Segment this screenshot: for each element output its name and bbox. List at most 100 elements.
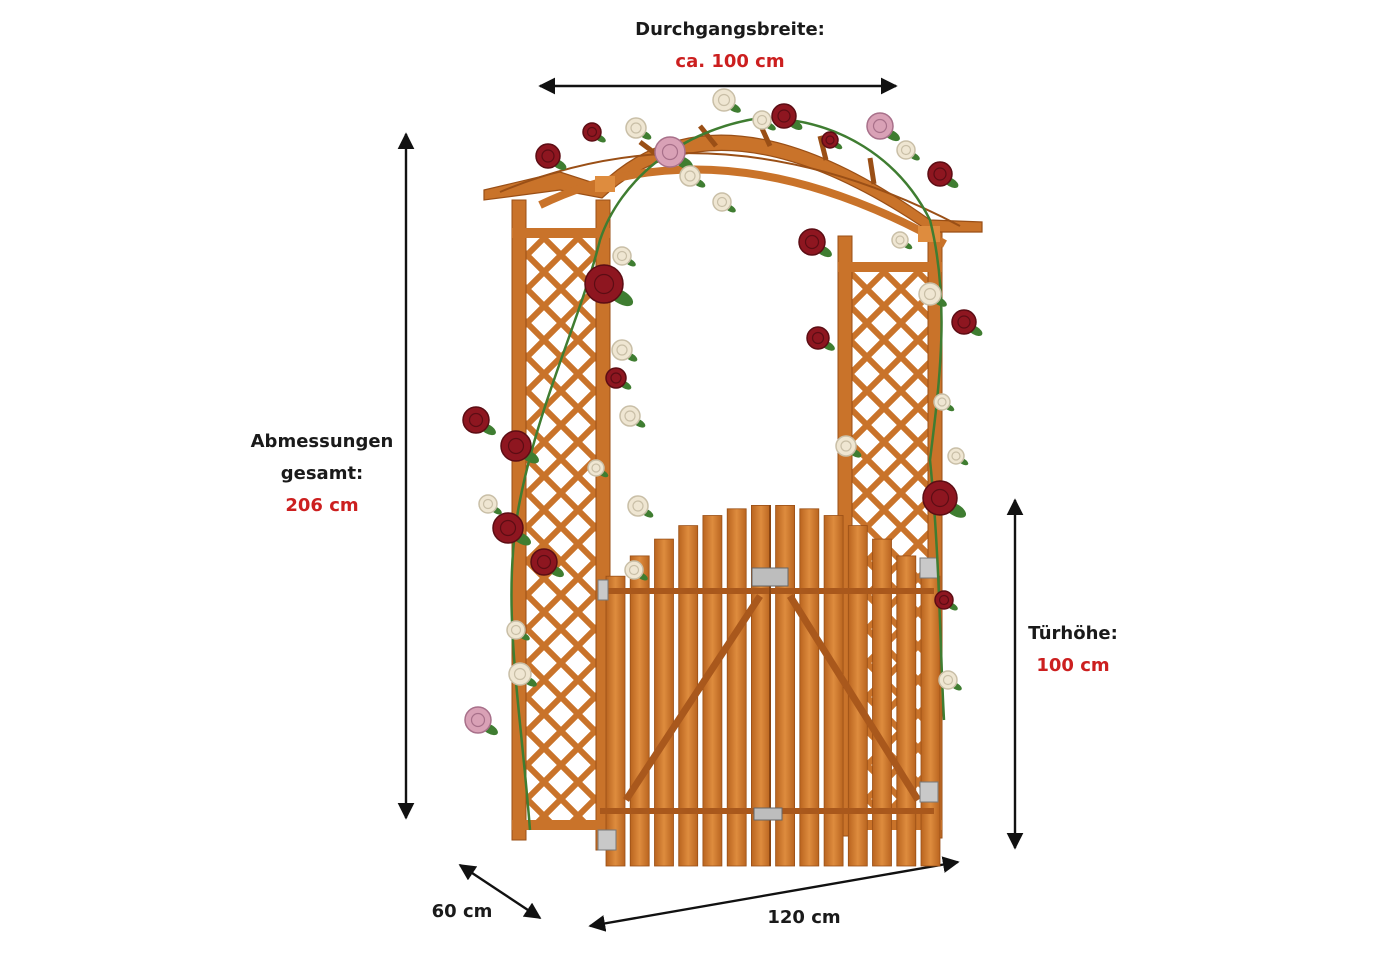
rose-blossom-center (616, 250, 628, 262)
rose-blossom (627, 495, 649, 517)
rose-blossom (464, 706, 492, 734)
rose-blossom-center (840, 440, 852, 452)
rose-blossom (679, 165, 701, 187)
rose-blossom (896, 140, 916, 160)
rose-blossom (951, 309, 977, 335)
rose-blossom-center (872, 118, 888, 134)
rose-blossom (934, 590, 954, 610)
rose-blossom-center (661, 143, 679, 161)
rose-blossom-center (895, 235, 905, 245)
rose-blossom (938, 670, 958, 690)
passage-width-label: Durchgangsbreite: ca. 100 cm (610, 14, 850, 78)
door-height-label: Türhöhe: 100 cm (1008, 618, 1138, 682)
gate-plank (896, 555, 917, 867)
gate-plank (605, 575, 626, 867)
rose-blossom-center (933, 167, 947, 181)
rose-blossom (927, 161, 953, 187)
rose-blossom (582, 122, 602, 142)
rose-blossom-center (923, 287, 937, 301)
gate-plank (702, 515, 723, 867)
gate-hardware (597, 557, 939, 851)
rose-blossom-center (630, 122, 642, 134)
rose-blossom (506, 620, 526, 640)
rose-blossom-center (942, 674, 954, 686)
rose-blossom (462, 406, 490, 434)
rose-blossom (891, 231, 909, 249)
rose-blossom (535, 143, 561, 169)
width-arrow (588, 856, 960, 932)
gate-plank (775, 504, 795, 867)
arch-top (483, 122, 983, 248)
rose-blossom-center (610, 372, 622, 384)
rose-blossom-center (628, 564, 640, 576)
rose-blossom-center (468, 412, 484, 428)
width-label: 120 cm (754, 902, 854, 934)
rose-blossom (821, 131, 839, 149)
rose-blossom-center (811, 331, 825, 345)
rose-blossom-center (470, 712, 486, 728)
gate-plank (847, 525, 868, 867)
rose-blossom (492, 512, 524, 544)
rose-blossom-center (716, 196, 728, 208)
gate-plank (799, 508, 820, 867)
rose-blossom (752, 110, 772, 130)
rose-blossom (530, 548, 558, 576)
width-value: 120 cm (767, 907, 841, 928)
depth-value: 60 cm (431, 901, 493, 922)
rose-blossom (933, 393, 951, 411)
rose-blossom (947, 447, 965, 465)
rose-blossom-center (616, 344, 628, 356)
rose-blossom (605, 367, 627, 389)
gate-plank (920, 575, 941, 867)
rose-blossom-center (930, 488, 950, 508)
rose-blossom (508, 662, 532, 686)
rose-blossom (798, 228, 826, 256)
door-height-title: Türhöhe: (1028, 623, 1118, 644)
gate-plank (629, 555, 650, 867)
rose-blossom (835, 435, 857, 457)
rose-blossom (612, 246, 632, 266)
rose-blossom-center (632, 500, 644, 512)
rose-blossom-center (593, 273, 615, 295)
rose-blossom-center (586, 126, 598, 138)
rose-blossom (918, 282, 942, 306)
depth-label: 60 cm (412, 896, 512, 928)
depth-arrow (458, 863, 542, 920)
rose-blossom (478, 494, 498, 514)
rose-blossom-center (900, 144, 912, 156)
rose-blossom (500, 430, 532, 462)
total-height-title-line2: gesamt: (280, 463, 364, 484)
rose-blossom-center (938, 594, 950, 606)
rose-blossom (712, 192, 732, 212)
climbing-roses (462, 88, 983, 831)
passage-width-value: ca. 100 cm (675, 51, 785, 72)
rose-blossom-center (937, 397, 947, 407)
gate-plank (823, 515, 844, 867)
rose-blossom-center (777, 109, 791, 123)
rose-blossom-center (482, 498, 494, 510)
rose-blossom (806, 326, 830, 350)
rose-blossom-center (825, 135, 835, 145)
total-height-label: Abmessungen gesamt: 206 cm (232, 426, 412, 522)
passage-width-title: Durchgangsbreite: (635, 19, 825, 40)
rose-blossom (654, 136, 686, 168)
rose-blossom-center (513, 667, 527, 681)
rose-blossom-center (507, 437, 525, 455)
rose-blossom-center (499, 519, 517, 537)
gate-plank (726, 508, 747, 867)
rose-blossom (625, 117, 647, 139)
rose-blossom (587, 459, 605, 477)
rose-blossom-center (591, 463, 601, 473)
gate-rail (600, 588, 934, 594)
rose-blossom (712, 88, 736, 112)
total-height-value: 206 cm (285, 495, 359, 516)
rose-blossom-center (756, 114, 768, 126)
rose-blossom-center (684, 170, 696, 182)
rose-blossom (771, 103, 797, 129)
total-height-title-line1: Abmessungen (250, 431, 394, 452)
rose-blossom-center (541, 149, 555, 163)
rose-blossom-center (804, 234, 820, 250)
rose-blossom-center (624, 410, 636, 422)
